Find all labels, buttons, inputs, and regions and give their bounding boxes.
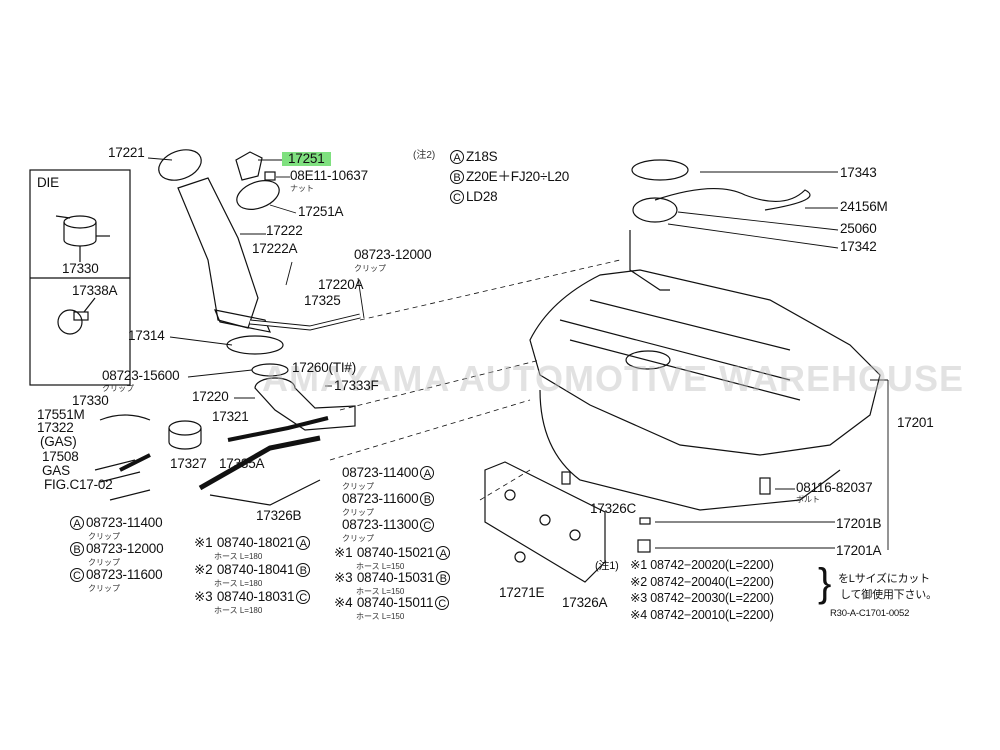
part-label: 17251A — [298, 204, 344, 219]
harness-24156m — [654, 188, 811, 211]
cut-note: して御使用下さい。 — [840, 589, 937, 601]
part-label: 17327 — [170, 456, 207, 471]
part-label: 17222A — [252, 241, 298, 256]
part-label: 17326C — [590, 501, 637, 516]
part-label: 17335A — [219, 456, 265, 471]
part-sublabel: ボルト — [796, 495, 820, 504]
part-label: 17326A — [562, 595, 608, 610]
note2-label: (注2) — [413, 150, 436, 161]
sender-25060 — [632, 197, 678, 223]
filler-cap — [235, 151, 263, 181]
note1-label: (注1) — [595, 560, 619, 572]
inset-title: DIE — [37, 175, 59, 190]
part-label: 17201B — [836, 516, 882, 531]
cut-note: をLサイズにカット — [838, 573, 930, 585]
part-label: GAS — [42, 463, 70, 478]
part-label: 17220A — [318, 277, 364, 292]
part-label: 17260(TI#) — [292, 360, 357, 375]
part-label: (GAS) — [40, 434, 77, 449]
inset-part-label: 17330 — [62, 261, 99, 276]
part-label: 17342 — [840, 239, 877, 254]
clamp-die — [57, 297, 96, 335]
part-label: 08E11-10637 — [290, 168, 368, 183]
part-label: 17201 — [897, 415, 934, 430]
part-sublabel: クリップ — [102, 384, 134, 393]
gasket-17221 — [158, 149, 202, 181]
gasket-17343 — [631, 159, 689, 181]
part-sublabel: ナット — [290, 184, 314, 193]
part-label: 17314 — [128, 328, 165, 343]
hose-17220 — [254, 377, 356, 431]
watermark: AMAYAMA AUTOMOTIVE WAREHOUSE — [262, 358, 965, 399]
part-label: 17220 — [192, 389, 229, 404]
part-label: 17322 — [37, 420, 74, 435]
part-label: 08116-82037 — [796, 480, 873, 495]
inset-part-label: 17338A — [72, 283, 118, 298]
part-label: 17325 — [304, 293, 341, 308]
filler-neck — [177, 177, 259, 329]
part-label: 25060 — [840, 221, 877, 236]
drawing-reference: R30-A-C1701-0052 — [830, 608, 910, 619]
part-label: 08723-15600 — [102, 368, 180, 383]
part-label: 17333F — [334, 378, 379, 393]
heat-shield-17326a — [484, 461, 606, 583]
part-label: 17343 — [840, 165, 877, 180]
gasket-17314 — [226, 335, 284, 355]
part-label: 17221 — [108, 145, 145, 160]
part-label: 17508 — [42, 449, 79, 464]
part-label: 17326B — [256, 508, 302, 523]
fuel-tank — [529, 269, 881, 456]
figure-reference[interactable]: FIG.C17-02 — [44, 477, 113, 492]
brace: } — [818, 561, 832, 605]
part-label: 17271E — [499, 585, 545, 600]
part-label: 17222 — [266, 223, 303, 238]
part-label: 17330 — [72, 393, 109, 408]
part-label: 17321 — [212, 409, 249, 424]
part-label: 17201A — [836, 543, 882, 558]
part-label: 24156M — [840, 199, 888, 214]
part-label-highlighted[interactable]: 17251 — [282, 152, 331, 166]
part-label: 08723-12000 — [354, 247, 432, 262]
part-label: 17551M — [37, 407, 85, 422]
part-sublabel: クリップ — [354, 264, 386, 273]
gasket-17251a — [236, 180, 280, 210]
note1-list: ※1 08742−20020(L=2200) ※2 08742−20040(L=… — [630, 558, 774, 622]
canister-die — [55, 215, 110, 262]
